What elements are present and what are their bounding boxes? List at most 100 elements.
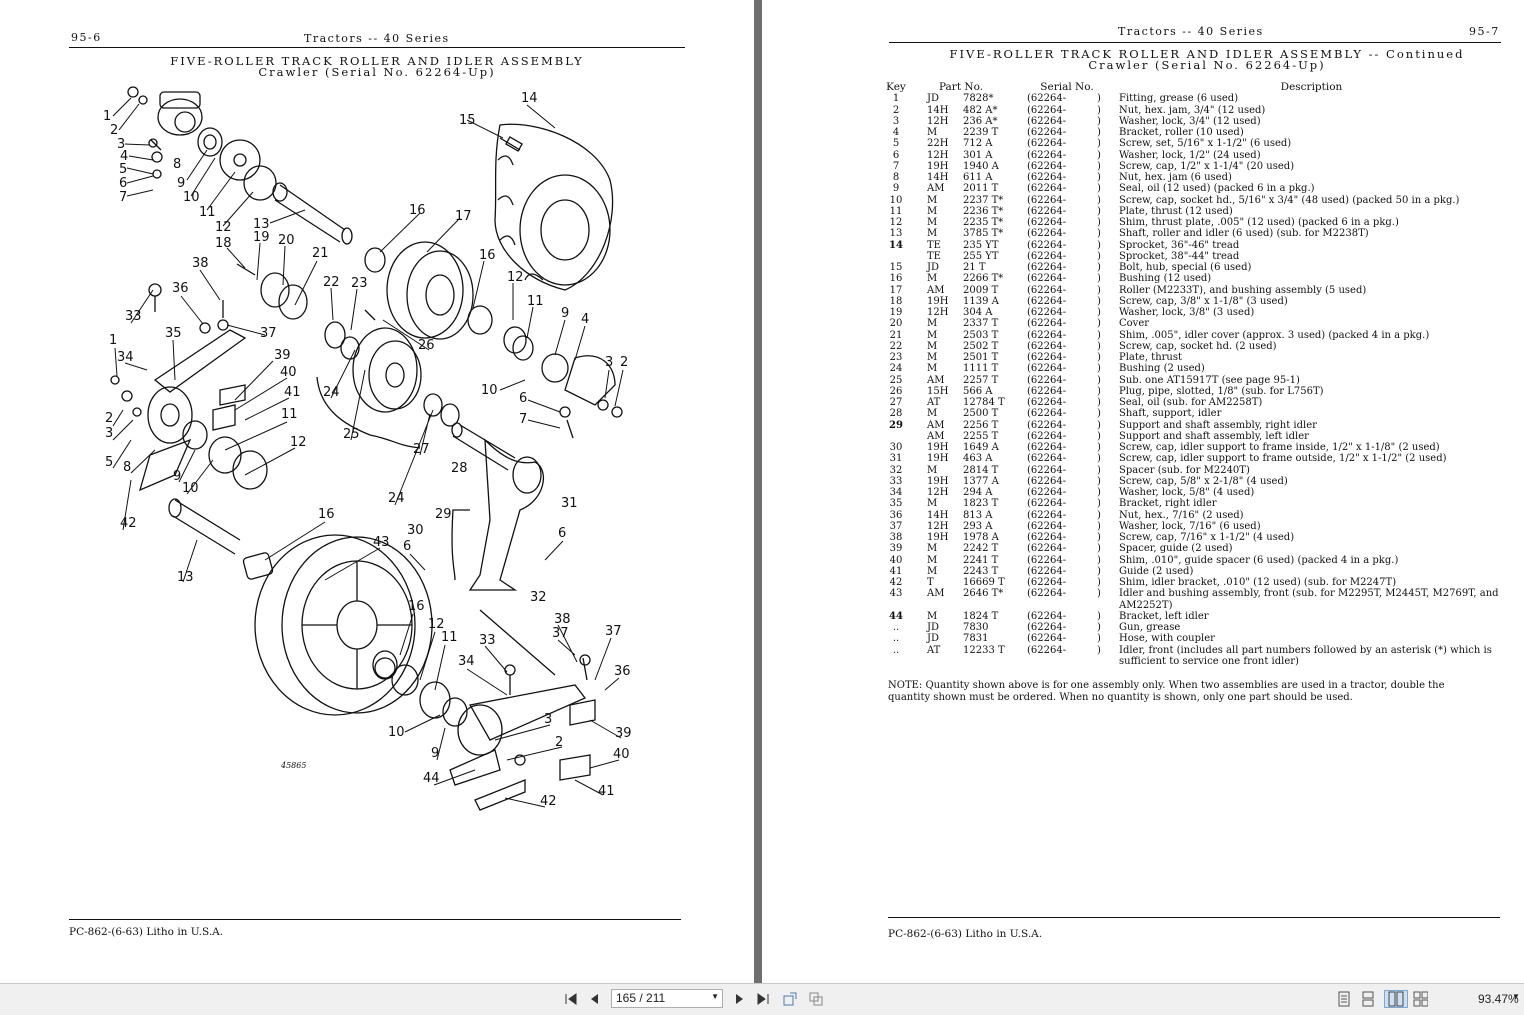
cell-description: Washer, lock, 3/8" (3 used) bbox=[1119, 307, 1255, 318]
cell-paren: ) bbox=[1097, 239, 1101, 251]
cell-part-number: 2009 T bbox=[963, 284, 999, 296]
cell-paren: ) bbox=[1097, 352, 1101, 363]
cell-description: Screw, cap, socket hd. (2 used) bbox=[1119, 340, 1277, 352]
svg-text:3: 3 bbox=[544, 712, 552, 727]
cell-key: 25 bbox=[889, 374, 903, 386]
cell-key: 9 bbox=[892, 183, 900, 195]
cell-part-prefix: 14H bbox=[927, 509, 949, 521]
page-number-field[interactable]: 165 / 211 ▼ bbox=[611, 989, 723, 1008]
svg-text:9: 9 bbox=[173, 469, 181, 484]
continuous-icon[interactable] bbox=[1360, 991, 1376, 1007]
chevron-down-icon[interactable]: ▼ bbox=[711, 992, 719, 1001]
cell-key: 30 bbox=[889, 442, 903, 453]
rotate-icon[interactable] bbox=[782, 991, 798, 1007]
cell-part-prefix: 14H bbox=[927, 172, 949, 183]
cell-serial: (62264- bbox=[1027, 577, 1067, 588]
cell-serial: (62264- bbox=[1027, 138, 1067, 150]
svg-text:35: 35 bbox=[165, 326, 182, 341]
cell-part-number: 293 A bbox=[963, 520, 993, 532]
first-page-icon[interactable] bbox=[563, 991, 579, 1007]
fit-icon[interactable] bbox=[808, 991, 824, 1007]
cell-serial: (62264- bbox=[1027, 295, 1067, 307]
cell-paren: ) bbox=[1097, 307, 1101, 318]
two-page-icon[interactable] bbox=[1384, 990, 1408, 1008]
cell-description: Shim, .010", guide spacer (6 used) (pack… bbox=[1119, 554, 1399, 566]
svg-text:16: 16 bbox=[409, 203, 426, 218]
svg-text:12: 12 bbox=[290, 435, 307, 450]
cell-key: 10 bbox=[889, 194, 903, 206]
cell-serial: (62264- bbox=[1027, 262, 1067, 273]
cell-key: 21 bbox=[889, 329, 903, 341]
cell-part-number: 7831 bbox=[963, 633, 989, 645]
cell-key: 33 bbox=[889, 475, 903, 487]
two-page-continuous-icon[interactable] bbox=[1412, 991, 1428, 1007]
svg-text:11: 11 bbox=[281, 407, 298, 422]
cell-serial: (62264- bbox=[1027, 453, 1067, 465]
cell-part-prefix: M bbox=[927, 205, 938, 217]
cell-serial: (62264- bbox=[1027, 115, 1067, 127]
cell-paren: ) bbox=[1097, 442, 1101, 453]
cell-paren: ) bbox=[1097, 160, 1101, 172]
cell-key: 3 bbox=[892, 115, 900, 127]
cell-part-prefix: M bbox=[927, 408, 938, 420]
cell-serial: (62264- bbox=[1027, 442, 1067, 453]
cell-paren: ) bbox=[1097, 127, 1101, 138]
cell-serial: (62264- bbox=[1027, 374, 1067, 386]
cell-part-prefix: JD bbox=[927, 633, 940, 645]
cell-serial: (62264- bbox=[1027, 622, 1067, 633]
cell-part-number: 712 A bbox=[963, 138, 993, 150]
cell-part-number: 1139 A bbox=[963, 295, 999, 307]
col-serial-no: Serial No. bbox=[1040, 81, 1094, 93]
cell-serial: (62264- bbox=[1027, 104, 1067, 116]
cell-paren: ) bbox=[1097, 284, 1101, 296]
cell-key: .. bbox=[892, 622, 900, 633]
cell-description: Idler and bushing assembly, front (sub. … bbox=[1119, 588, 1499, 611]
next-page-icon[interactable] bbox=[731, 991, 747, 1007]
cell-part-prefix: 12H bbox=[927, 115, 949, 127]
cell-paren: ) bbox=[1097, 610, 1101, 622]
cell-part-number: 1824 T bbox=[963, 610, 999, 622]
cell-description: Nut, hex. jam, 3/4" (12 used) bbox=[1119, 104, 1266, 116]
svg-text:12: 12 bbox=[215, 220, 232, 235]
prev-page-icon[interactable] bbox=[587, 991, 603, 1007]
cell-serial: (62264- bbox=[1027, 318, 1067, 330]
cell-key: 16 bbox=[889, 273, 903, 285]
cell-paren: ) bbox=[1097, 622, 1101, 633]
last-page-icon[interactable] bbox=[755, 991, 771, 1007]
cell-key: .. bbox=[892, 644, 900, 656]
svg-text:41: 41 bbox=[598, 784, 615, 799]
cell-part-number: 2337 T bbox=[963, 318, 999, 330]
cell-part-number: 2256 T bbox=[963, 419, 999, 431]
cell-part-prefix: 19H bbox=[927, 475, 949, 487]
svg-text:44: 44 bbox=[423, 771, 440, 786]
cell-paren: ) bbox=[1097, 633, 1101, 645]
cell-serial: (62264- bbox=[1027, 498, 1067, 510]
cell-key bbox=[885, 251, 907, 262]
cell-key: .. bbox=[892, 633, 900, 645]
cell-key: 11 bbox=[889, 205, 903, 217]
zoom-level[interactable]: 93.47% bbox=[1478, 992, 1519, 1006]
zoom-dropdown-icon[interactable]: ▼ bbox=[1512, 992, 1520, 1001]
cell-part-prefix: M bbox=[927, 194, 938, 206]
cell-key: 39 bbox=[889, 543, 903, 555]
cell-description: Plate, thrust bbox=[1119, 352, 1183, 363]
single-page-icon[interactable] bbox=[1336, 991, 1352, 1007]
cell-description: Seal, oil (12 used) (packed 6 in a pkg.) bbox=[1119, 183, 1315, 195]
svg-text:6: 6 bbox=[558, 526, 566, 541]
cell-paren: ) bbox=[1097, 543, 1101, 555]
cell-paren: ) bbox=[1097, 217, 1101, 228]
cell-part-prefix: AT bbox=[927, 644, 941, 656]
running-head: Tractors -- 40 Series bbox=[1118, 25, 1264, 38]
cell-paren: ) bbox=[1097, 520, 1101, 532]
cell-description: Nut, hex., 7/16" (2 used) bbox=[1119, 509, 1244, 521]
cell-part-number: 1111 T bbox=[963, 363, 999, 375]
cell-key: 34 bbox=[889, 487, 903, 498]
cell-serial: (62264- bbox=[1027, 385, 1067, 397]
